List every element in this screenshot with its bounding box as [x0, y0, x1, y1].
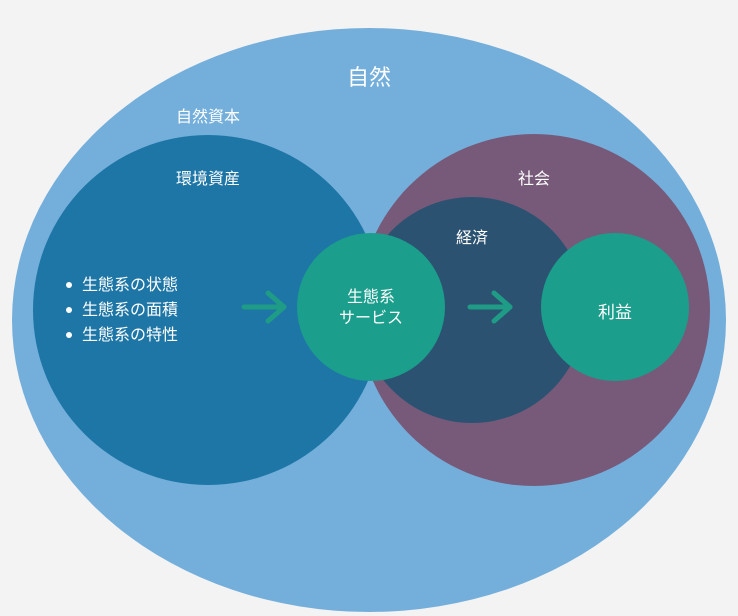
profit-circle — [541, 233, 689, 381]
list-item: 生態系の特性 — [64, 322, 178, 347]
environmental-assets-circle — [33, 135, 383, 485]
ecosystem-services-circle — [297, 233, 445, 381]
economy-label: 経済 — [455, 228, 489, 247]
ecosystem-services-line2: サービス — [338, 308, 404, 327]
natural-capital-label: 自然資本 — [175, 107, 241, 126]
environmental-assets-list: 生態系の状態 生態系の面積 生態系の特性 — [64, 272, 178, 347]
list-item: 生態系の状態 — [64, 272, 178, 297]
nature-label: 自然 — [346, 66, 392, 91]
society-label: 社会 — [517, 169, 551, 188]
ecosystem-services-label: 生態系 サービス — [339, 286, 403, 328]
arrow-icon — [241, 290, 287, 324]
ecosystem-services-line1: 生態系 — [346, 287, 396, 306]
profit-label: 利益 — [598, 303, 632, 323]
list-item: 生態系の面積 — [64, 297, 178, 322]
environmental-assets-label: 環境資産 — [175, 169, 241, 188]
arrow-icon — [467, 290, 513, 324]
